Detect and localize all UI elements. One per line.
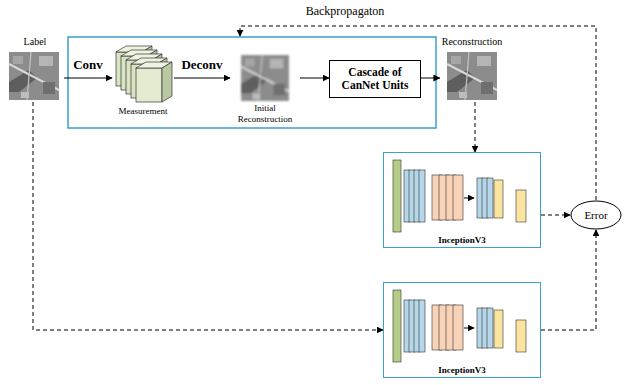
network-box: InceptionV3 — [383, 282, 541, 378]
image-node: Initial Reconstruction — [230, 50, 300, 124]
label-image — [9, 52, 59, 100]
node-text: Cascade of CanNet Units — [334, 66, 416, 92]
image-node: Label — [6, 36, 64, 102]
initial-image — [241, 55, 289, 101]
measurement-cubes — [116, 46, 172, 102]
arrow-connector — [174, 78, 230, 79]
arrow-connector — [421, 78, 440, 79]
reconstruction-image — [447, 52, 497, 100]
backprop-label: Backpropagaton — [306, 4, 385, 19]
node-text: Reconstruction — [442, 36, 503, 48]
node-text: Initial Reconstruction — [230, 103, 300, 124]
node-text: Label — [24, 36, 47, 48]
network-box: InceptionV3 — [383, 152, 541, 248]
node-text: Measurement — [119, 106, 168, 116]
dashed-arrow — [541, 215, 570, 216]
dashed-arrow — [33, 102, 383, 330]
network-frame — [68, 37, 436, 128]
arrow-connector — [64, 78, 112, 79]
measurement-node: Measurement — [112, 44, 174, 116]
process-box: Cascade of CanNet Units — [329, 60, 421, 98]
error-ellipse: Error — [570, 200, 622, 230]
inception-layers — [393, 160, 526, 232]
edge-label: Conv — [73, 57, 103, 73]
dashed-arrow — [475, 102, 476, 152]
inception-layers — [393, 290, 526, 362]
arrow-connector — [300, 78, 329, 79]
edge-label: Deconv — [181, 57, 222, 73]
image-node: Reconstruction — [440, 36, 505, 102]
node-text: InceptionV3 — [438, 365, 486, 375]
dashed-arrow — [541, 230, 596, 330]
node-text: Error — [584, 209, 607, 222]
node-text: InceptionV3 — [438, 235, 486, 245]
